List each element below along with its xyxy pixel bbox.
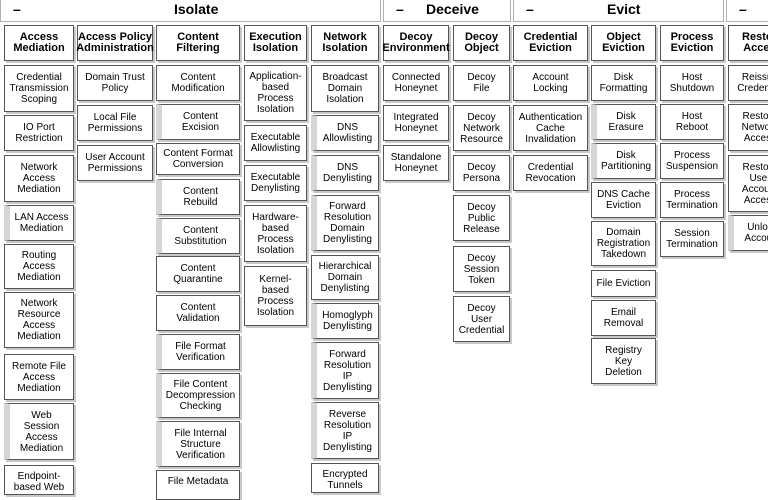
technique-cell[interactable]: Broadcast Domain Isolation	[311, 65, 379, 112]
technique-cell[interactable]: Restore Network Access	[728, 104, 768, 151]
technique-cell[interactable]: File Content Decompression Checking	[156, 373, 240, 418]
technique-cell[interactable]: Decoy Persona	[453, 155, 510, 191]
technique-cell[interactable]: Decoy File	[453, 65, 510, 101]
technique-header[interactable]: Access Policy Administration	[76, 25, 154, 61]
tactic-header-evict[interactable]: – Evict	[513, 0, 724, 22]
technique-cell[interactable]: User Account Permissions	[77, 145, 153, 181]
technique-cell[interactable]: Decoy Session Token	[453, 246, 510, 292]
technique-cell[interactable]: Web Session Access Mediation	[4, 403, 74, 460]
technique-cell[interactable]: DNS Denylisting	[311, 155, 379, 191]
technique-cell[interactable]: Remote File Access Mediation	[4, 354, 74, 400]
technique-cell[interactable]: DNS Cache Eviction	[591, 182, 656, 218]
technique-cell[interactable]: Decoy User Credential	[453, 296, 510, 342]
technique-cell[interactable]: Local File Permissions	[77, 105, 153, 141]
technique-cell[interactable]: Registry Key Deletion	[591, 338, 656, 384]
technique-cell[interactable]: Content Excision	[156, 104, 240, 140]
technique-cell[interactable]: Process Termination	[660, 182, 724, 218]
technique-cell[interactable]: Session Termination	[660, 221, 724, 257]
technique-header[interactable]: Content Filtering	[156, 25, 240, 61]
technique-cell[interactable]: Email Removal	[591, 300, 656, 336]
technique-header[interactable]: Network Isolation	[311, 25, 379, 61]
technique-cell[interactable]: Forward Resolution Domain Denylisting	[311, 195, 379, 251]
tactic-title: Isolate	[174, 1, 219, 17]
technique-header[interactable]: Access Mediation	[4, 25, 74, 61]
collapse-icon[interactable]: –	[526, 1, 534, 17]
technique-cell[interactable]: File Internal Structure Verification	[156, 421, 240, 467]
technique-cell[interactable]: Forward Resolution IP Denylisting	[311, 342, 379, 399]
technique-cell[interactable]: Executable Allowlisting	[244, 125, 307, 161]
technique-cell[interactable]: Kernel-based Process Isolation	[244, 266, 307, 326]
technique-cell[interactable]: File Eviction	[591, 270, 656, 297]
technique-cell[interactable]: Integrated Honeynet	[383, 105, 449, 141]
technique-cell[interactable]: File Format Verification	[156, 334, 240, 370]
technique-cell[interactable]: Disk Erasure	[591, 104, 656, 140]
technique-cell[interactable]: Credential Transmission Scoping	[4, 65, 74, 112]
technique-cell[interactable]: Disk Formatting	[591, 65, 656, 101]
technique-cell[interactable]: Unlock Account	[728, 215, 768, 251]
collapse-icon[interactable]: –	[396, 1, 404, 17]
technique-cell[interactable]: Domain Trust Policy	[77, 65, 153, 101]
technique-cell[interactable]: Process Suspension	[660, 143, 724, 179]
technique-cell[interactable]: Domain Registration Takedown	[591, 221, 656, 266]
technique-cell[interactable]: Credential Revocation	[513, 155, 588, 191]
technique-header[interactable]: Restore Access	[728, 25, 768, 61]
technique-cell[interactable]: IO Port Restriction	[4, 115, 74, 151]
technique-cell[interactable]: Network Resource Access Mediation	[4, 292, 74, 348]
technique-cell[interactable]: LAN Access Mediation	[4, 205, 74, 241]
tactic-header-deceive[interactable]: – Deceive	[383, 0, 511, 22]
technique-cell[interactable]: Network Access Mediation	[4, 155, 74, 202]
technique-cell[interactable]: Disk Partitioning	[591, 143, 656, 179]
technique-cell[interactable]: DNS Allowlisting	[311, 115, 379, 151]
technique-cell[interactable]: Reverse Resolution IP Denylisting	[311, 402, 379, 459]
tactic-title: Deceive	[426, 1, 479, 17]
tactic-title: Evict	[607, 1, 641, 17]
collapse-icon[interactable]: –	[13, 1, 21, 17]
technique-cell[interactable]: Decoy Public Release	[453, 195, 510, 241]
technique-cell[interactable]: Content Format Conversion	[156, 143, 240, 175]
technique-cell[interactable]: Restore User Account Access	[728, 155, 768, 212]
technique-cell[interactable]: Reissue Credential	[728, 65, 768, 101]
technique-cell[interactable]: Homoglyph Denylisting	[311, 303, 379, 339]
technique-cell[interactable]: Host Shutdown	[660, 65, 724, 101]
technique-cell[interactable]: Hierarchical Domain Denylisting	[311, 255, 379, 300]
technique-cell[interactable]: Content Substitution	[156, 218, 240, 254]
technique-cell[interactable]: Content Quarantine	[156, 256, 240, 292]
technique-cell[interactable]: Account Locking	[513, 65, 588, 101]
technique-cell[interactable]: Connected Honeynet	[383, 65, 449, 101]
technique-cell[interactable]: File Metadata	[156, 470, 240, 500]
technique-cell[interactable]: Routing Access Mediation	[4, 244, 74, 289]
tactic-header-restore[interactable]: –	[726, 0, 768, 22]
technique-cell[interactable]: Content Modification	[156, 65, 240, 101]
technique-cell[interactable]: Content Rebuild	[156, 179, 240, 215]
technique-header[interactable]: Execution Isolation	[244, 25, 307, 61]
technique-header[interactable]: Object Eviction	[591, 25, 656, 61]
technique-header[interactable]: Decoy Environment	[382, 25, 450, 61]
technique-header[interactable]: Decoy Object	[453, 25, 510, 61]
technique-header[interactable]: Process Eviction	[660, 25, 724, 61]
technique-cell[interactable]: Executable Denylisting	[244, 165, 307, 201]
technique-cell[interactable]: Hardware-based Process Isolation	[244, 205, 307, 262]
technique-cell[interactable]: Authentication Cache Invalidation	[513, 105, 588, 151]
technique-cell[interactable]: Content Validation	[156, 295, 240, 331]
technique-cell[interactable]: Host Reboot	[660, 104, 724, 140]
technique-cell[interactable]: Standalone Honeynet	[383, 145, 449, 181]
collapse-icon[interactable]: –	[739, 1, 747, 17]
technique-cell[interactable]: Endpoint-based Web	[4, 465, 74, 495]
tactic-header-isolate[interactable]: – Isolate	[0, 0, 381, 22]
technique-cell[interactable]: Application-based Process Isolation	[244, 65, 307, 121]
technique-cell[interactable]: Decoy Network Resource	[453, 105, 510, 151]
technique-cell[interactable]: Encrypted Tunnels	[311, 463, 379, 493]
technique-header[interactable]: Credential Eviction	[513, 25, 588, 61]
